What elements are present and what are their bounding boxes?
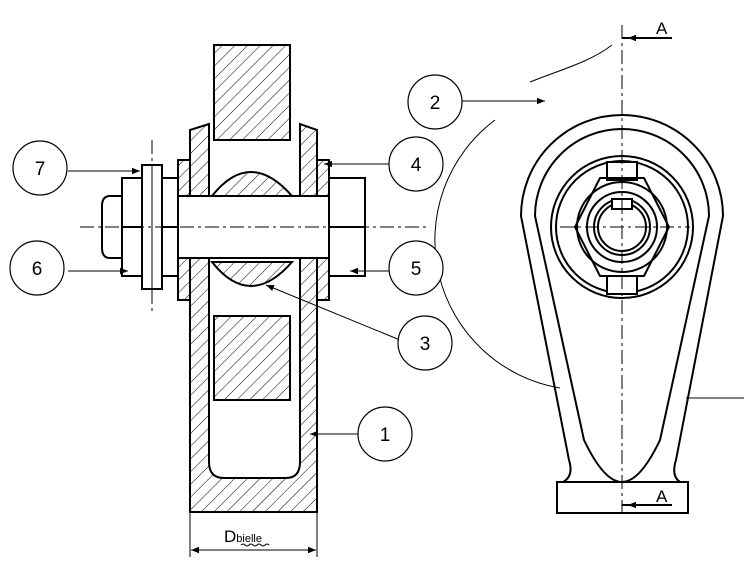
callout-5-label: 5 [411,259,422,280]
upper-lug [213,44,291,141]
section-label-bottom: A [656,487,668,506]
hex-nut [573,177,671,277]
spherical-bearing [209,171,295,197]
callout-6 [9,240,65,296]
connecting-rod [189,122,318,513]
callout-6-label: 6 [32,259,43,280]
bolt-shaft [175,195,331,259]
front-view: A A [434,19,744,515]
dimension-sub: bielle [236,533,262,545]
callout-7-label: 7 [35,159,46,180]
section-view: Dbielle [80,44,430,557]
callout-1-label: 1 [380,425,391,446]
callouts: 7 6 4 5 3 2 1 [9,74,545,462]
callout-2-label: 2 [430,93,441,114]
callout-5 [388,240,444,296]
dimension-label: Dbielle [224,527,262,546]
callout-4 [388,136,444,192]
lower-lug [213,315,291,401]
callout-1 [357,406,413,462]
callout-3 [397,315,453,371]
callout-4-label: 4 [411,155,422,176]
section-label-top: A [656,19,668,38]
dimension-main: D [224,527,236,546]
large-arc [434,119,561,389]
callout-7 [12,140,68,196]
callout-2 [407,74,463,130]
callout-3-label: 3 [420,334,431,355]
